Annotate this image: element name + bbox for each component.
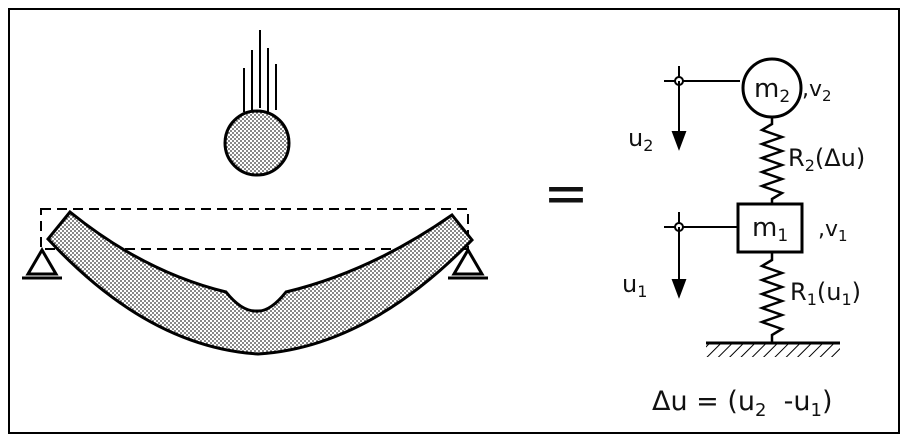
u1-label: u1 <box>622 270 647 301</box>
spring-r2 <box>758 117 786 204</box>
left-support <box>22 247 62 280</box>
u2-reference <box>664 66 740 151</box>
delta-u-equation: Δu = (u2 -u1) <box>652 386 833 421</box>
falling-mass <box>223 109 291 177</box>
undeformed-beam-outline <box>40 208 469 250</box>
r1-label: R1(u1) <box>790 278 861 309</box>
m2-label: m2 <box>754 74 790 107</box>
figure-frame <box>8 8 900 434</box>
v2-label: ,v2 <box>802 77 832 105</box>
ground <box>706 341 840 357</box>
right-support <box>448 247 488 280</box>
r2-label: R2(Δu) <box>788 144 865 175</box>
u2-label: u2 <box>628 124 653 155</box>
v1-label: ,v1 <box>818 217 848 245</box>
u1-reference <box>664 212 738 299</box>
equals-sign: = <box>543 162 588 225</box>
spring-r1 <box>758 252 786 343</box>
deformed-beam <box>46 209 474 356</box>
mass-m1 <box>736 202 804 254</box>
motion-lines <box>243 30 277 112</box>
m1-label: m1 <box>752 213 788 246</box>
